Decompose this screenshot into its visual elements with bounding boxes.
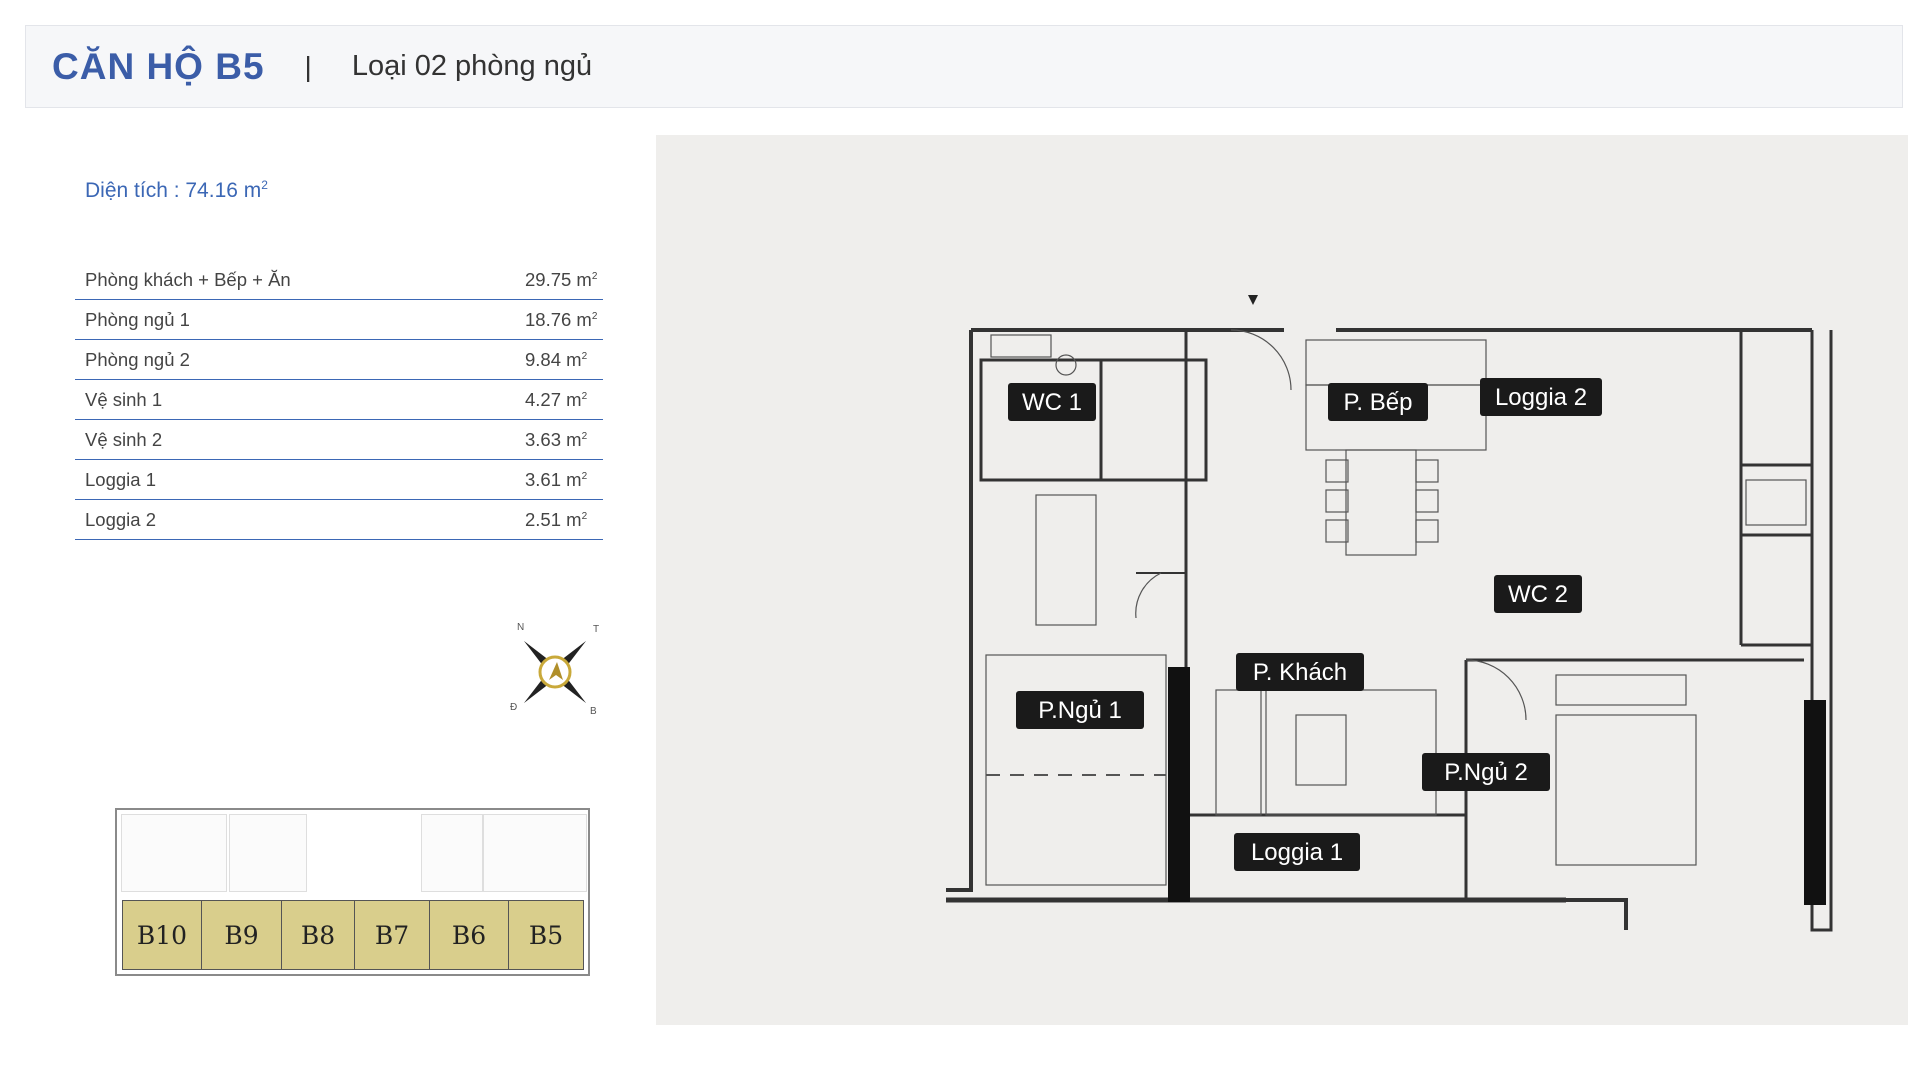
room-area-number: 9.84 m xyxy=(525,348,582,370)
key-plan: B10 B9 B8 B7 B6 B5 xyxy=(115,808,590,976)
room-name: Loggia 1 xyxy=(75,459,525,500)
room-area-number: 3.61 m xyxy=(525,468,582,490)
compass-icon: N T Đ B xyxy=(510,622,599,717)
keyplan-block xyxy=(121,814,227,892)
room-name: Vệ sinh 2 xyxy=(75,419,525,460)
compass-letter-d: Đ xyxy=(510,702,517,713)
label-living: P. Khách xyxy=(1253,659,1347,686)
room-area-value: 3.61 m2 xyxy=(525,459,603,500)
label-bedroom2: P.Ngủ 2 xyxy=(1444,759,1528,786)
room-name: Phòng ngủ 1 xyxy=(75,299,525,340)
apartment-title: CĂN HỘ B5 xyxy=(52,45,265,87)
room-area-value: 29.75 m2 xyxy=(525,260,603,300)
keyplan-unit-b6[interactable]: B6 xyxy=(429,900,509,970)
keyplan-unit-b8[interactable]: B8 xyxy=(281,900,355,970)
room-area-unit-sup: 2 xyxy=(591,310,598,322)
total-area-unit-sup: 2 xyxy=(261,178,268,192)
keyplan-unit-b7[interactable]: B7 xyxy=(354,900,430,970)
room-name: Phòng ngủ 2 xyxy=(75,339,525,380)
label-bedroom1: P.Ngủ 1 xyxy=(1038,697,1122,724)
room-area-value: 9.84 m2 xyxy=(525,339,603,380)
apartment-type: Loại 02 phòng ngủ xyxy=(351,50,593,82)
keyplan-block xyxy=(483,814,587,892)
total-area: Diện tích : 74.16 m2 xyxy=(85,178,268,203)
room-area-unit-sup: 2 xyxy=(581,390,588,402)
keyplan-block xyxy=(421,814,483,892)
room-area-unit-sup: 2 xyxy=(581,510,588,522)
room-area-value: 3.63 m2 xyxy=(525,419,603,460)
keyplan-unit-b10[interactable]: B10 xyxy=(122,900,202,970)
room-area-number: 29.75 m xyxy=(525,268,592,290)
room-area-value: 2.51 m2 xyxy=(525,499,603,540)
compass-letter-b: B xyxy=(590,706,597,717)
total-area-text: Diện tích : 74.16 m xyxy=(85,179,262,202)
keyplan-unit-b5[interactable]: B5 xyxy=(508,900,584,970)
compass-letter-n: N xyxy=(517,622,524,633)
label-kitchen: P. Bếp xyxy=(1344,389,1413,416)
room-area-unit-sup: 2 xyxy=(581,350,588,362)
room-area-number: 2.51 m xyxy=(525,508,582,530)
label-loggia2: Loggia 2 xyxy=(1495,384,1587,411)
title-separator: | xyxy=(304,50,312,82)
label-loggia1: Loggia 1 xyxy=(1251,839,1343,866)
room-name: Loggia 2 xyxy=(75,499,525,540)
keyplan-unit-b9[interactable]: B9 xyxy=(201,900,282,970)
room-area-unit-sup: 2 xyxy=(581,470,588,482)
room-area-number: 3.63 m xyxy=(525,428,582,450)
room-area-number: 4.27 m xyxy=(525,388,582,410)
keyplan-block xyxy=(229,814,307,892)
floor-plan: WC 1 P. Bếp Loggia 2 WC 2 P. Khách P.Ngủ… xyxy=(946,295,1833,932)
label-wc2: WC 2 xyxy=(1508,581,1568,608)
room-area-value: 4.27 m2 xyxy=(525,379,603,420)
room-labels: WC 1 P. Bếp Loggia 2 WC 2 P. Khách P.Ngủ… xyxy=(1008,378,1602,871)
compass-letter-t: T xyxy=(593,624,599,635)
floorplan-background xyxy=(656,135,1908,1025)
room-area-unit-sup: 2 xyxy=(581,430,588,442)
room-area-number: 18.76 m xyxy=(525,308,592,330)
room-name: Vệ sinh 1 xyxy=(75,379,525,420)
page-header: CĂN HỘ B5 | Loại 02 phòng ngủ xyxy=(25,25,1903,108)
room-area-unit-sup: 2 xyxy=(591,270,598,282)
room-name: Phòng khách + Bếp + Ăn xyxy=(75,260,525,300)
room-area-value: 18.76 m2 xyxy=(525,299,603,340)
label-wc1: WC 1 xyxy=(1022,389,1082,416)
